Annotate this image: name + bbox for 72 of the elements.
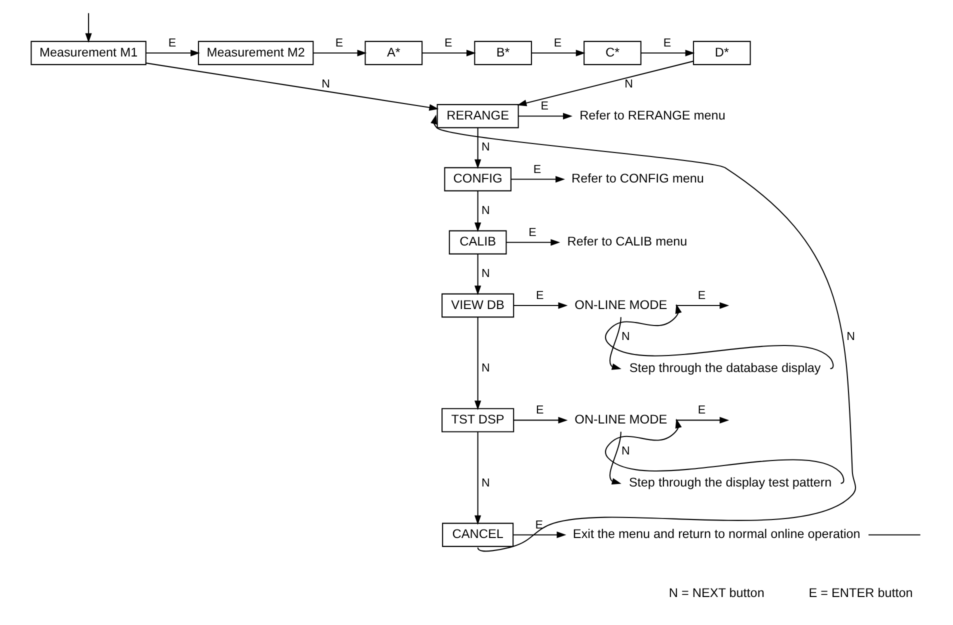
edge-label: E xyxy=(536,290,544,302)
edge-label: E xyxy=(540,100,548,113)
arrow xyxy=(514,416,568,424)
node-box: RERANGE xyxy=(436,104,519,128)
node-box: TST DSP xyxy=(442,408,514,432)
node-text: Exit the menu and return to normal online operation xyxy=(572,527,860,542)
edge-label: E xyxy=(168,37,176,50)
arrow xyxy=(640,50,695,56)
node-text: Refer to RERANGE menu xyxy=(580,108,726,122)
arrow xyxy=(313,50,367,56)
node-box: VIEW DB xyxy=(442,293,514,318)
edge-label: E xyxy=(698,404,706,417)
arrow xyxy=(605,304,834,370)
arrow xyxy=(146,50,200,56)
label: N = NEXT button xyxy=(668,586,764,600)
node-box: B* xyxy=(474,40,532,66)
node-text: ON-LINE MODE xyxy=(574,298,668,312)
edge-label: N xyxy=(621,446,630,458)
arrow xyxy=(474,128,482,169)
edge-label: N xyxy=(624,78,633,91)
edge-label: N xyxy=(621,331,630,344)
label: E = ENTER button xyxy=(808,586,913,600)
arrow xyxy=(506,239,560,246)
node-box: Measurement M1 xyxy=(30,40,146,66)
arrow xyxy=(675,302,730,314)
node-text: Step through the display test pattern xyxy=(629,476,832,490)
arrow xyxy=(609,317,622,370)
node-box: CANCEL xyxy=(442,522,514,547)
arrow xyxy=(514,532,566,538)
node-text: Step through the database display xyxy=(629,360,821,375)
node-text: ON-LINE MODE xyxy=(574,412,668,426)
edge-label: N xyxy=(482,142,490,154)
arrow xyxy=(609,432,622,485)
edge-label: E xyxy=(663,37,672,50)
edge-label: E xyxy=(528,226,536,239)
arrow xyxy=(146,62,439,111)
arrow xyxy=(518,112,572,120)
arrow xyxy=(85,13,92,43)
arrow xyxy=(422,50,476,56)
node-text: Refer to CALIB menu xyxy=(567,234,688,249)
arrow xyxy=(474,190,482,232)
edge-label: E xyxy=(535,519,543,532)
edge-label: E xyxy=(533,164,542,176)
node-box: CALIB xyxy=(448,230,507,254)
edge-label: N xyxy=(482,477,490,490)
arrow xyxy=(514,302,568,309)
arrow xyxy=(430,114,856,552)
arrow xyxy=(517,60,694,106)
node-box: Measurement M2 xyxy=(198,40,314,66)
arrow xyxy=(605,418,844,484)
connector xyxy=(868,534,920,536)
node-box: A* xyxy=(364,40,423,66)
node-box: CONFIG xyxy=(444,167,512,192)
arrow xyxy=(474,317,482,410)
node-box: C* xyxy=(584,40,642,66)
edge-label: N xyxy=(482,362,490,375)
arrow xyxy=(532,50,586,56)
arrow xyxy=(511,176,565,183)
edge-label: N xyxy=(482,204,490,217)
edge-label: E xyxy=(698,290,706,302)
edge-label: E xyxy=(444,37,452,50)
edge-label: E xyxy=(536,404,544,417)
edge-label: N xyxy=(482,268,490,280)
edge-label: N xyxy=(846,331,855,344)
node-box: D* xyxy=(692,40,751,66)
edge-label: N xyxy=(322,78,330,91)
arrow xyxy=(474,254,482,296)
arrow xyxy=(675,416,730,429)
arrow xyxy=(474,432,482,525)
edge-label: E xyxy=(335,37,344,50)
edge-label: E xyxy=(554,37,562,50)
node-text: Refer to CONFIG menu xyxy=(572,172,704,186)
